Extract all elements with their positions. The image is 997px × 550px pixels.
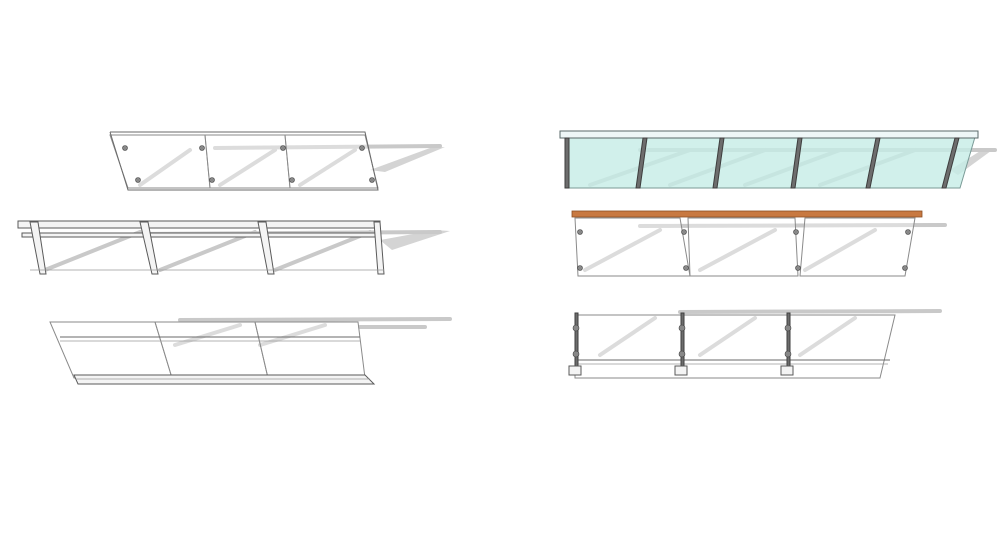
clamps — [122, 145, 375, 183]
railing-5 — [571, 210, 947, 277]
dark-posts — [564, 137, 960, 189]
railing-1 — [109, 131, 445, 191]
spigot-posts — [568, 312, 794, 376]
railing-3 — [49, 317, 452, 385]
clamps — [577, 229, 911, 271]
railing-2 — [17, 220, 450, 275]
railing-6 — [568, 309, 942, 379]
railing-4 — [559, 130, 997, 189]
